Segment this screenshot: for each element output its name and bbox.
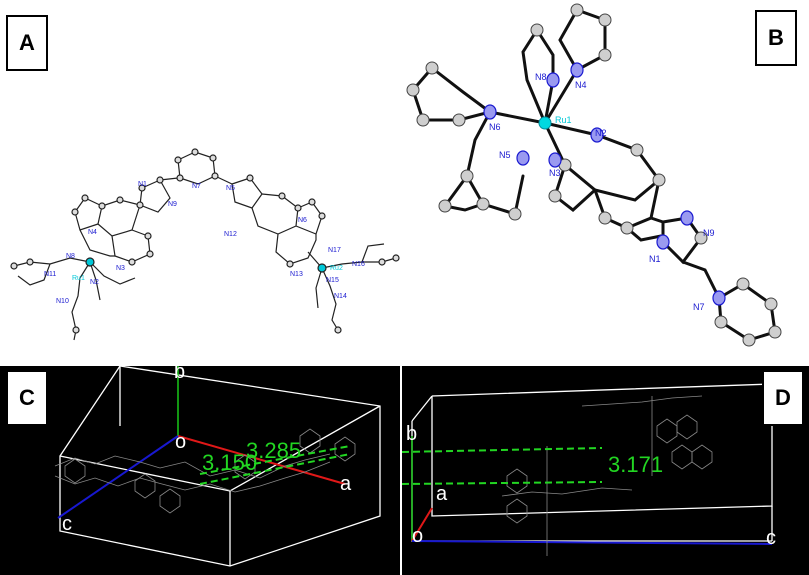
atom-label-n8: N8 (66, 253, 75, 260)
atom-label-n1: N1 (649, 254, 661, 264)
atom-label-n2: N2 (90, 279, 99, 286)
atom-label-n2: N2 (595, 128, 607, 138)
atom-label-n3: N3 (549, 168, 561, 178)
atom-label-n6: N6 (298, 217, 307, 224)
panel-label-d: D (762, 370, 804, 426)
panel-b-structure: N8 N4 N6 Ru1 N2 N5 N3 N9 N1 N7 (406, 3, 782, 347)
atom-label-ru2: Ru2 (330, 265, 343, 272)
panel-c: b o a c 3.150 3.285 C (0, 366, 400, 575)
axis-label-c: c (62, 513, 72, 535)
atom-label-n1: N1 (138, 181, 147, 188)
axis-label-o: o (175, 431, 186, 453)
atom-label-n16: N16 (352, 261, 365, 268)
distance-label-2: 3.285 (246, 438, 301, 463)
axis-label-c: c (766, 527, 776, 549)
atom-label-n15: N15 (326, 277, 339, 284)
atom-label-n3: N3 (116, 265, 125, 272)
atom-label-n6: N6 (489, 122, 501, 132)
atom-label-n9: N9 (168, 201, 177, 208)
panel-c-unit-cell: b o a c 3.150 3.285 (54, 366, 381, 567)
atom-label-n7: N7 (693, 302, 705, 312)
atom-label-n13: N13 (290, 271, 303, 278)
axis-label-b: b (406, 423, 417, 445)
atom-label-n8: N8 (535, 72, 547, 82)
panel-a-structure: N1 N7 N5 N9 N12 N4 N3 N6 N13 N11 N8 N2 N… (10, 148, 400, 341)
atom-label-ru1: Ru1 (72, 275, 85, 282)
atom-label-ru1: Ru1 (555, 115, 572, 125)
atom-label-n10: N10 (56, 298, 69, 305)
atom-label-n4: N4 (575, 80, 587, 90)
atom-label-n5: N5 (226, 185, 235, 192)
distance-label-1: 3.171 (608, 452, 663, 477)
atom-label-n12: N12 (224, 231, 237, 238)
axis-label-b: b (174, 366, 185, 383)
atom-label-n4: N4 (88, 229, 97, 236)
panel-label-b: B (755, 10, 797, 66)
atom-label-n5: N5 (499, 150, 511, 160)
panel-d-unit-cell: b a o c 3.171 (402, 383, 776, 556)
atom-label-n11: N11 (44, 271, 56, 278)
atom-label-n7: N7 (192, 183, 201, 190)
axis-label-o: o (412, 525, 423, 547)
panel-label-c: C (6, 370, 48, 426)
panel-label-a: A (6, 15, 48, 71)
panel-b: N8 N4 N6 Ru1 N2 N5 N3 N9 N1 N7 B (405, 0, 809, 362)
panel-d: b a o c 3.171 D (402, 366, 809, 575)
atom-label-n14: N14 (334, 293, 347, 300)
axis-label-a: a (436, 483, 448, 505)
axis-label-a: a (340, 473, 352, 495)
panel-a: N1 N7 N5 N9 N12 N4 N3 N6 N13 N11 N8 N2 N… (0, 0, 405, 362)
atom-label-n9: N9 (703, 228, 715, 238)
atom-label-n17: N17 (328, 247, 341, 254)
distance-label-1: 3.150 (202, 450, 257, 475)
